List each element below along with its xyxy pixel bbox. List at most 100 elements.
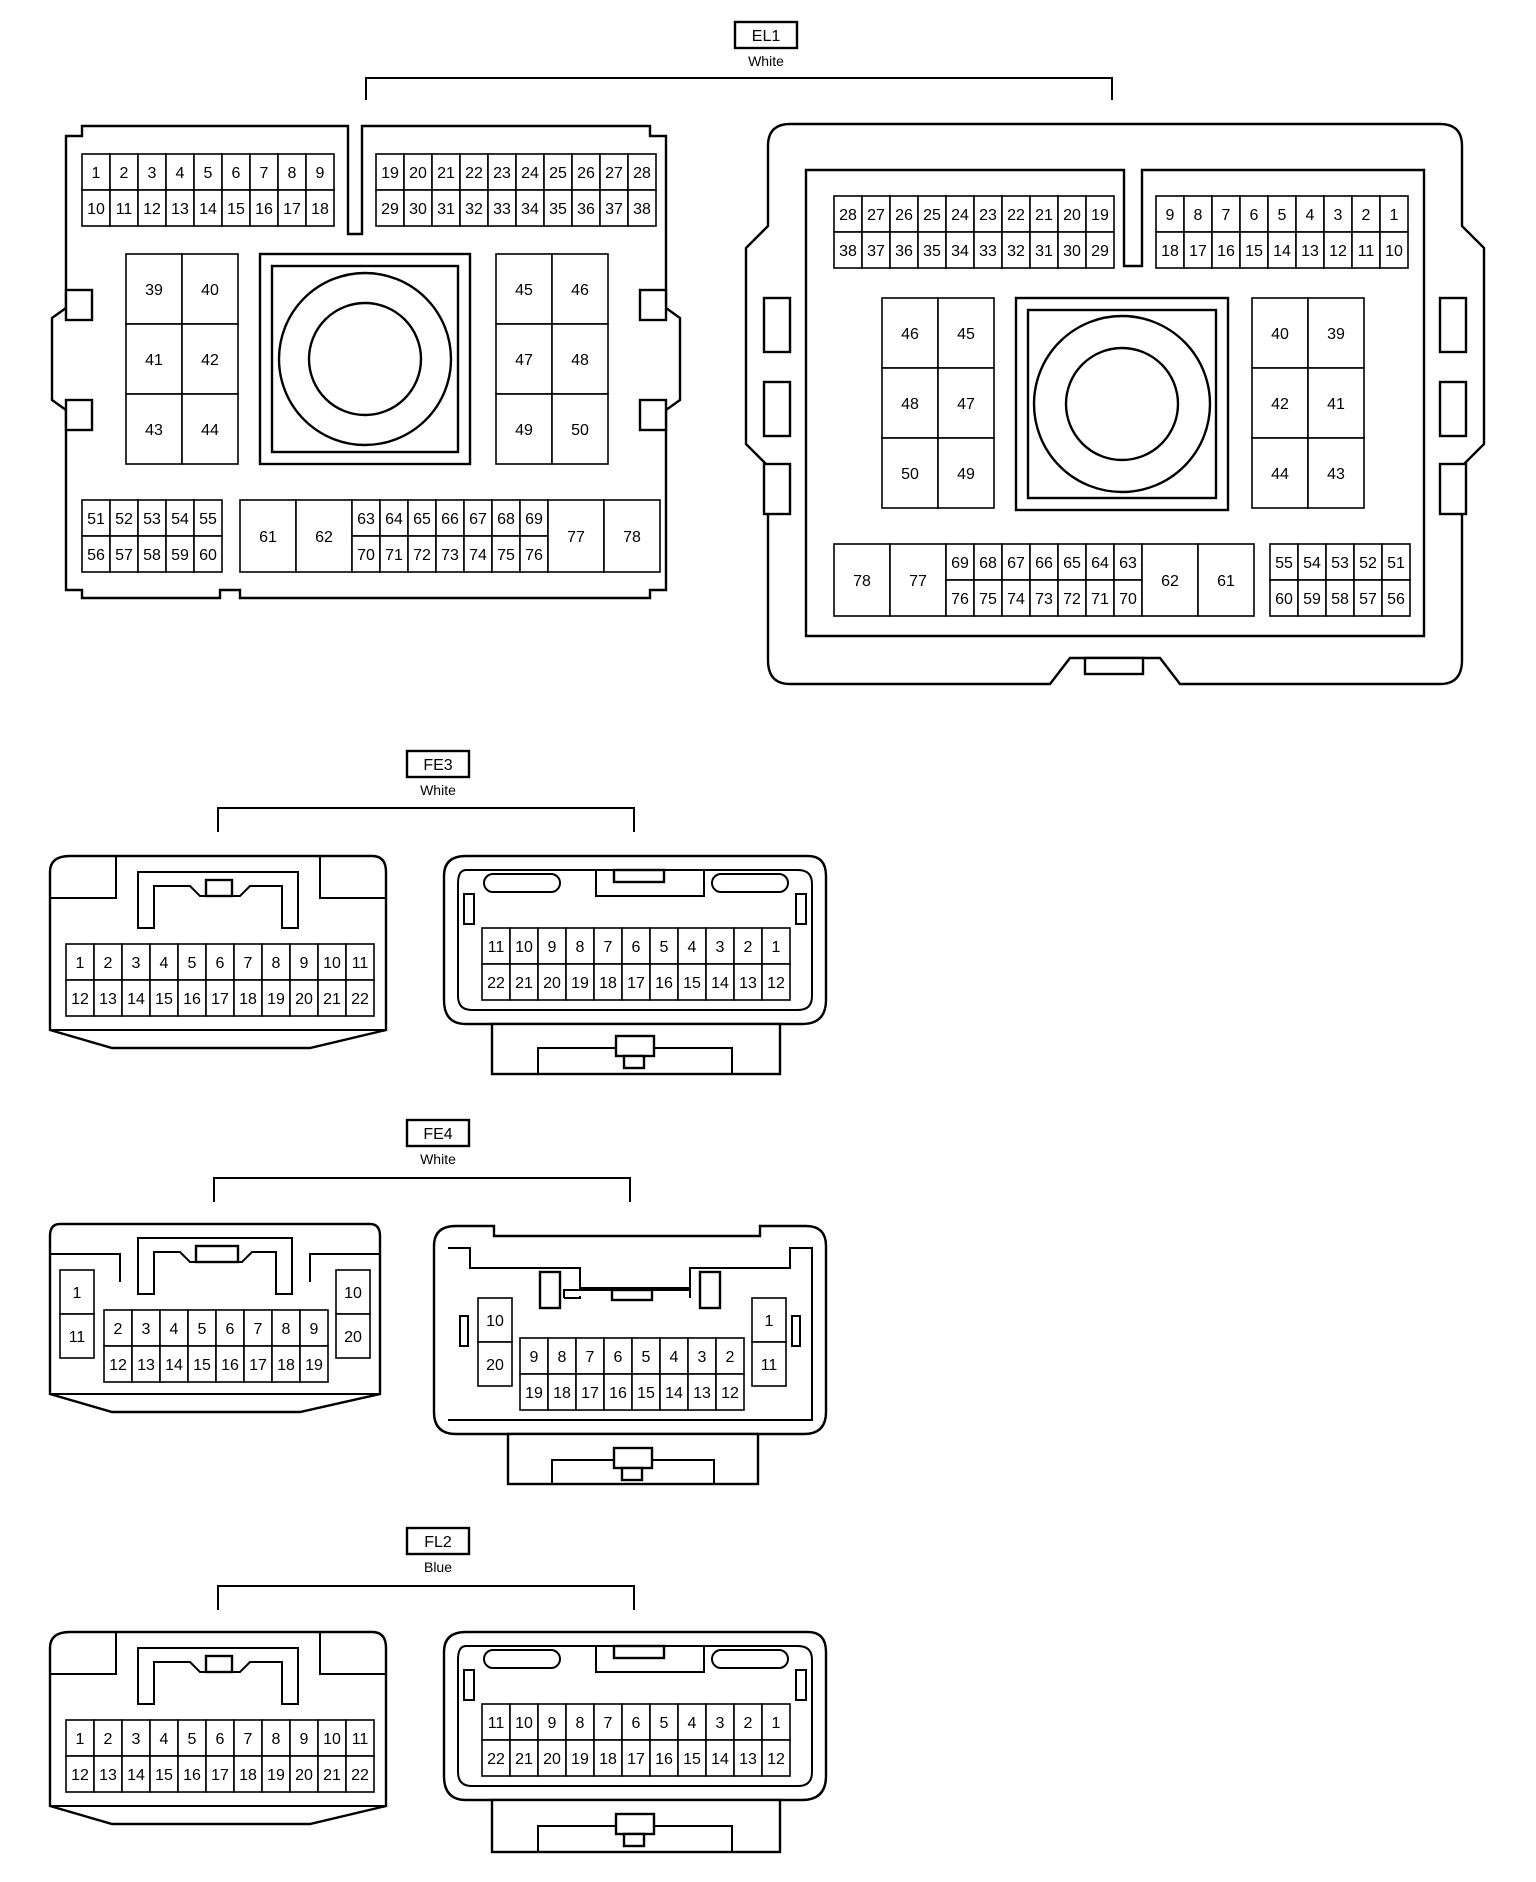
pin-box	[137, 535, 167, 573]
pin-cell: 63	[351, 499, 381, 537]
pin-box	[165, 499, 195, 537]
pin-box	[403, 153, 433, 191]
pin-label: 63	[357, 511, 375, 528]
pin-label: 7	[244, 1731, 253, 1748]
pin-cell: 11	[1351, 231, 1381, 269]
pin-box	[221, 189, 251, 227]
pin-label: 17	[1189, 243, 1207, 260]
pin-label: 3	[132, 955, 141, 972]
pin-label: 58	[143, 547, 161, 564]
pin-cell: 5	[177, 943, 207, 981]
pin-label: 7	[260, 165, 269, 182]
pin-cell: 10	[509, 1703, 539, 1741]
pin-label: 37	[605, 201, 623, 218]
pin-label: 21	[323, 991, 341, 1008]
pin-cell: 11	[109, 189, 139, 227]
pin-cell: 29	[1085, 231, 1115, 269]
pin-label: 10	[87, 201, 105, 218]
pin-label: 13	[739, 975, 757, 992]
pin-label: 11	[488, 939, 505, 956]
pin-cell: 36	[571, 189, 601, 227]
pin-label: 1	[772, 1715, 781, 1732]
pin-label: 31	[1035, 243, 1053, 260]
pin-cell: 27	[599, 153, 629, 191]
pin-box	[519, 535, 549, 573]
pin-label: 14	[127, 991, 145, 1008]
pin-box	[937, 437, 995, 509]
pin-cell: 53	[137, 499, 167, 537]
pin-cell: 6	[1239, 195, 1269, 233]
pin-label: 10	[1385, 243, 1403, 260]
pin-label: 19	[525, 1385, 543, 1402]
pin-cell: 72	[1057, 579, 1087, 617]
pin-box	[1029, 579, 1059, 617]
pin-label: 18	[239, 991, 257, 1008]
pin-cell: 38	[627, 189, 657, 227]
pin-label: 33	[493, 201, 511, 218]
pin-label: 78	[853, 573, 871, 590]
pin-label: 2	[1362, 207, 1371, 224]
pin-cell: 22	[459, 153, 489, 191]
pin-label: 1	[76, 955, 85, 972]
pin-box	[305, 189, 335, 227]
pin-cell: 36	[889, 231, 919, 269]
pin-cell: 18	[233, 979, 263, 1017]
pin-cell: 58	[137, 535, 167, 573]
pin-box	[59, 1269, 95, 1315]
pin-box	[1351, 195, 1381, 233]
pin-label: 14	[165, 1357, 183, 1374]
pin-cell: 46	[551, 253, 609, 325]
pin-box	[593, 963, 623, 1001]
pin-label: 52	[115, 511, 133, 528]
pin-box	[215, 1309, 245, 1347]
pin-cell: 2	[715, 1337, 745, 1375]
pin-label: 8	[272, 1731, 281, 1748]
pin-label: 28	[839, 207, 857, 224]
pin-label: 12	[109, 1357, 127, 1374]
pin-cell: 14	[121, 1755, 151, 1793]
pin-label: 10	[323, 1731, 341, 1748]
pin-label: 9	[548, 939, 557, 956]
connector-code: FE4	[423, 1126, 452, 1143]
pin-cell: 55	[193, 499, 223, 537]
pin-box	[649, 927, 679, 965]
pin-cell: 58	[1325, 579, 1355, 617]
pin-box	[537, 1739, 567, 1777]
pin-cell: 64	[1085, 543, 1115, 581]
pin-cell: 20	[537, 963, 567, 1001]
pin-label: 11	[761, 1357, 778, 1374]
pin-cell: 3	[121, 1719, 151, 1757]
pin-label: 16	[255, 201, 273, 218]
pin-cell: 9	[537, 1703, 567, 1741]
pin-label: 64	[1091, 555, 1109, 572]
pin-cell: 8	[565, 927, 595, 965]
pin-cell: 6	[215, 1309, 245, 1347]
pin-cell: 20	[537, 1739, 567, 1777]
pin-cell: 71	[379, 535, 409, 573]
pin-cell: 71	[1085, 579, 1115, 617]
pin-label: 16	[183, 991, 201, 1008]
pin-cell: 5	[631, 1337, 661, 1375]
pin-label: 10	[486, 1313, 504, 1330]
pin-label: 76	[525, 547, 543, 564]
pin-label: 6	[632, 1715, 641, 1732]
pin-cell: 22	[481, 1739, 511, 1777]
pin-cell: 5	[177, 1719, 207, 1757]
pin-label: 14	[1273, 243, 1291, 260]
pin-label: 17	[627, 975, 645, 992]
pin-label: 3	[142, 1321, 151, 1338]
pin-cell: 76	[519, 535, 549, 573]
pin-cell: 15	[221, 189, 251, 227]
pin-cell: 16	[1211, 231, 1241, 269]
pin-cell: 8	[277, 153, 307, 191]
pin-cell: 52	[109, 499, 139, 537]
pin-box	[537, 1703, 567, 1741]
pin-label: 6	[216, 955, 225, 972]
pin-box	[973, 543, 1003, 581]
pin-label: 71	[1091, 591, 1109, 608]
pin-box	[1113, 579, 1143, 617]
pin-label: 22	[351, 1767, 369, 1784]
